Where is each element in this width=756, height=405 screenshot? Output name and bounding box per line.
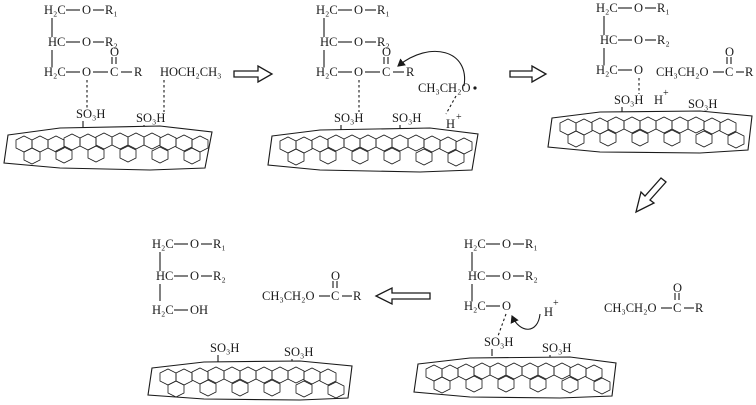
step3-row2-o: O xyxy=(634,33,643,47)
step2-row2-o: O xyxy=(354,35,363,49)
step1-ethanol: HOCH₂CH₃ xyxy=(160,65,222,79)
arrow-step2-to-step3 xyxy=(509,64,548,84)
step2-row3-o: O xyxy=(354,65,363,79)
step2-nucleophilic-attack-arrow xyxy=(397,50,466,87)
step1-carbon-nanotube xyxy=(3,125,213,171)
step5-group: H₂C O R₁ HC O R₂ H₂C OH CH₃CH₂O C O R SO… xyxy=(147,237,362,401)
step4-row1-r1: R₁ xyxy=(525,237,538,251)
step4-so3h-2: SO₃H xyxy=(542,341,571,355)
step4-row3-h2c: H₂C xyxy=(464,299,486,313)
step4-row2-r2: R₂ xyxy=(525,269,538,283)
step1-carbonyl-r: R xyxy=(134,65,143,79)
step3-row1-o: O xyxy=(634,1,643,15)
step5-so3h-2: SO₃H xyxy=(284,345,313,359)
step1-row3-h2c: H₂C xyxy=(44,65,66,79)
step3-row1-r1: R₁ xyxy=(657,1,670,15)
step5-row2-r2: R₂ xyxy=(213,269,226,283)
step2-carbonyl-c: C xyxy=(382,65,390,79)
arrow-step3-to-step4 xyxy=(635,177,667,214)
step4-row3-o: O xyxy=(502,299,511,313)
step5-carbon-nanotube xyxy=(147,360,353,401)
step3-row3-h2c: H₂C xyxy=(596,63,618,77)
step4-row1-o: O xyxy=(502,237,511,251)
step2-row1-r1: R₁ xyxy=(377,3,390,17)
step5-row2-o: O xyxy=(190,269,199,283)
step3-h-plus: H xyxy=(654,93,663,107)
step4-carbon-nanotube xyxy=(413,356,617,399)
step2-carbon-nanotube xyxy=(267,127,479,173)
step3-plus-sign: + xyxy=(663,88,669,99)
step4-ester-r: R xyxy=(695,301,704,315)
step5-ester-o: O xyxy=(331,269,340,283)
step1-row3-o: O xyxy=(82,65,91,79)
step5-row1-h2c: H₂C xyxy=(152,237,174,251)
step4-h-plus: H xyxy=(544,305,553,319)
step3-group: H₂C O R₁ HC O R₂ H₂C O CH₃CH₂O C O R SO₃… xyxy=(547,1,754,154)
step1-row1-h2c: H₂C xyxy=(44,3,66,17)
step4-so3h-1: SO₃H xyxy=(484,335,513,349)
step2-row3-h2c: H₂C xyxy=(316,65,338,79)
step1-carbonyl-o: O xyxy=(110,45,119,59)
step1-row2-o: O xyxy=(82,35,91,49)
step2-row2-r2: R₂ xyxy=(377,35,390,49)
step1-carbonyl-c: C xyxy=(110,65,118,79)
step5-so3h-1: SO₃H xyxy=(210,341,239,355)
step2-carbonyl-o: O xyxy=(382,45,391,59)
step3-ester-c: C xyxy=(725,65,733,79)
step2-row1-h2c: H₂C xyxy=(316,3,338,17)
step5-row2-hc: HC xyxy=(156,269,173,283)
step3-row2-hc: HC xyxy=(600,33,617,47)
step2-row1-o: O xyxy=(354,3,363,17)
step4-plus-sign: + xyxy=(553,298,559,309)
step3-ester-o: O xyxy=(725,45,734,59)
step5-row1-o: O xyxy=(190,237,199,251)
step2-h-plus: H xyxy=(446,117,455,131)
step5-row3-h2c: H₂C xyxy=(152,303,174,317)
step4-ester-o: O xyxy=(673,281,682,295)
step1-so3h-2: SO₃H xyxy=(136,111,165,125)
step2-radical-dot xyxy=(473,86,477,90)
arrow-step1-to-step2 xyxy=(233,64,274,84)
step3-ester-r: R xyxy=(745,65,754,79)
step4-group: H₂C O R₁ HC O R₂ H₂C O H + CH₃CH₂O C O R… xyxy=(413,237,704,399)
step1-so3h-1: SO₃H xyxy=(76,107,105,121)
step2-so3h-1: SO₃H xyxy=(334,111,363,125)
step2-plus-sign: + xyxy=(456,112,462,123)
step2-group: H₂C O R₁ HC O R₂ H₂C O C O R CH₃CH₂O H +… xyxy=(267,3,479,173)
step4-row2-hc: HC xyxy=(468,269,485,283)
step2-so3h-2: SO₃H xyxy=(392,111,421,125)
step1-group: H₂C O R₁ HC O R₂ H₂C O C O R HOCH₂CH₃ SO… xyxy=(3,3,222,171)
step1-row1-r1: R₁ xyxy=(105,3,118,17)
step4-row1-h2c: H₂C xyxy=(464,237,486,251)
step5-ester-c: C xyxy=(331,289,339,303)
step2-ethoxide: CH₃CH₂O xyxy=(418,81,470,95)
step5-ester: CH₃CH₂O xyxy=(262,289,314,303)
step5-row3-oh: OH xyxy=(190,303,208,317)
step4-row2-o: O xyxy=(502,269,511,283)
step3-row3-o: O xyxy=(634,63,643,77)
step5-row1-r1: R₁ xyxy=(213,237,226,251)
step4-ester-c: C xyxy=(673,301,681,315)
arrow-step4-to-step5 xyxy=(374,286,431,306)
step3-row2-r2: R₂ xyxy=(657,33,670,47)
step5-ester-r: R xyxy=(353,289,362,303)
step3-so3h-2: SO₃H xyxy=(688,97,717,111)
step4-ester: CH₃CH₂O xyxy=(604,301,656,315)
step1-row2-hc: HC xyxy=(48,35,65,49)
step3-ester: CH₃CH₂O xyxy=(656,65,708,79)
step1-row1-o: O xyxy=(82,3,91,17)
step1-row2-r2: R₂ xyxy=(105,35,118,49)
step3-carbon-nanotube xyxy=(547,110,753,154)
step3-row1-h2c: H₂C xyxy=(596,1,618,15)
step2-row2-hc: HC xyxy=(320,35,337,49)
step4-proton-transfer-arrow xyxy=(510,313,541,330)
step2-carbonyl-r: R xyxy=(406,65,415,79)
step3-so3h-1: SO₃H xyxy=(614,93,643,107)
